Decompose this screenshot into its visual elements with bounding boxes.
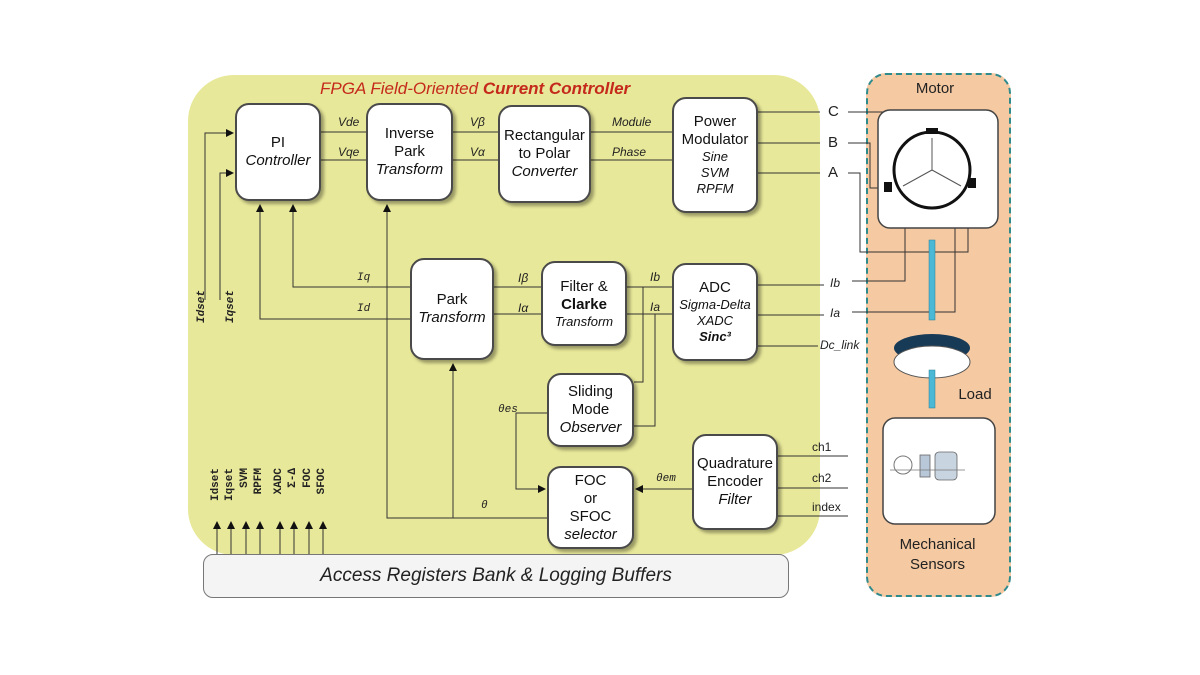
label-module: Module [612, 115, 652, 129]
power-modulator-block: Power Modulator Sine SVM RPFM [672, 97, 758, 213]
power-mod-l2: Modulator [681, 131, 749, 148]
adc-sinc3: Sinc³ [699, 329, 731, 344]
clarke-l3: Transform [554, 313, 614, 329]
load-drawing [893, 239, 971, 409]
sensors-label-l1: Mechanical [899, 536, 976, 553]
inv-park-l2: Park [394, 143, 425, 160]
phase-c-label: C [828, 103, 839, 120]
adc-xadc: XADC [696, 313, 734, 328]
label-ia-external: Ia [830, 306, 841, 320]
label-ch2: ch2 [812, 471, 832, 485]
inverse-park-block: Inverse Park Transform [366, 103, 453, 201]
wire-iqset [219, 169, 234, 300]
register-rpfm: RPFM [253, 468, 265, 495]
label-phase: Phase [612, 145, 647, 159]
smo-l1: Sliding [567, 383, 614, 400]
quadrature-encoder-block: Quadrature Encoder Filter [692, 434, 778, 530]
foc-l3: SFOC [569, 507, 612, 525]
power-mod-sine: Sine [701, 149, 729, 164]
label-dc-link: Dc_link [820, 338, 860, 352]
phase-a-label: A [828, 164, 839, 181]
motor-drawing [877, 109, 999, 229]
title-emphasis: Current Controller [482, 79, 631, 98]
encoder-l3: Filter [718, 491, 752, 508]
clarke-block: Filter & Clarke Transform [541, 261, 627, 346]
bank-label: Access Registers Bank & Logging Buffers [320, 565, 672, 586]
power-mod-l1: Power [693, 113, 737, 130]
label-ialpha: Iα [518, 301, 529, 315]
wire-idset [204, 129, 234, 300]
pi-controller-block: PI Controller [235, 103, 321, 201]
register-iqset: Iqset [224, 468, 236, 502]
power-mod-svm: SVM [700, 165, 730, 180]
pi-label: PI [270, 134, 286, 151]
inv-park-l3: Transform [375, 161, 444, 178]
clarke-l1: Filter & [560, 277, 608, 295]
smo-l2: Mode [571, 401, 610, 418]
wire-ialpha-smo [634, 314, 656, 427]
adc-l1: ADC [699, 279, 731, 296]
motor-label: Motor [915, 80, 955, 97]
label-ib-internal: Ib [650, 270, 661, 284]
smo-l3: Observer [559, 419, 622, 436]
label-id: Id [357, 303, 371, 315]
foc-l4: selector [564, 525, 617, 543]
foc-l2: or [583, 489, 598, 507]
inv-park-l1: Inverse [384, 125, 435, 142]
load-label: Load [958, 386, 992, 403]
rect-to-polar-block: Rectangular to Polar Converter [498, 105, 591, 203]
wire-theta-invpark [383, 204, 547, 519]
sensor-drawing [882, 417, 996, 525]
clarke-l2: Clarke [561, 295, 607, 313]
label-ch1: ch1 [812, 440, 832, 454]
foc-l1: FOC [574, 471, 607, 489]
foc-selector-block: FOC or SFOC selector [547, 466, 634, 549]
label-theta: θ [481, 500, 488, 512]
sensors-label-l2: Sensors [909, 556, 966, 573]
label-ibeta: Iβ [518, 271, 529, 285]
label-ia-internal: Ia [650, 300, 661, 314]
register-xadc: XADC [273, 468, 285, 495]
wire-theta-es [515, 412, 547, 493]
adc-block: ADC Sigma-Delta XADC Sinc³ [672, 263, 758, 361]
label-ib-external: Ib [830, 276, 841, 290]
label-theta-es: θes [498, 404, 518, 416]
pi-controller-label: Controller [245, 152, 311, 169]
diagram-title: FPGA Field-Oriented Current Controller [320, 79, 630, 99]
register-sfoc: SFOC [316, 468, 328, 495]
register-idset: Idset [210, 468, 222, 502]
encoder-l2: Encoder [707, 473, 763, 490]
rect-polar-l1: Rectangular [504, 127, 585, 144]
wire-ibeta-smo [634, 287, 644, 383]
title-prefix: FPGA Field-Oriented [320, 79, 483, 98]
label-iqset: Iqset [225, 290, 237, 324]
wire-iq [289, 204, 410, 288]
label-vbeta: Vβ [470, 115, 485, 129]
label-valpha: Vα [470, 145, 485, 159]
label-vde: Vde [338, 115, 360, 129]
sliding-mode-observer-block: Sliding Mode Observer [547, 373, 634, 447]
label-vqe: Vqe [338, 145, 360, 159]
label-index: index [812, 500, 841, 514]
register-sigma-delta: Σ-Δ [287, 468, 299, 488]
park-l1: Park [436, 291, 468, 308]
register-svm: SVM [239, 468, 251, 488]
wire-motor-a [848, 172, 969, 253]
rect-polar-l3: Converter [511, 163, 578, 180]
label-theta-em: θem [656, 473, 676, 485]
label-iq: Iq [357, 272, 371, 284]
rect-polar-l2: to Polar [518, 145, 571, 162]
access-registers-bank: Access Registers Bank & Logging Buffers [203, 554, 789, 598]
register-foc: FOC [302, 468, 314, 488]
power-mod-rpfm: RPFM [696, 181, 734, 196]
wire-id [256, 204, 410, 320]
register-arrows [213, 521, 327, 554]
label-idset: Idset [196, 290, 208, 324]
encoder-l1: Quadrature [697, 455, 773, 472]
phase-b-label: B [828, 134, 839, 151]
park-transform-block: Park Transform [410, 258, 494, 360]
adc-sigma-delta: Sigma-Delta [679, 297, 751, 312]
park-l2: Transform [418, 309, 486, 326]
